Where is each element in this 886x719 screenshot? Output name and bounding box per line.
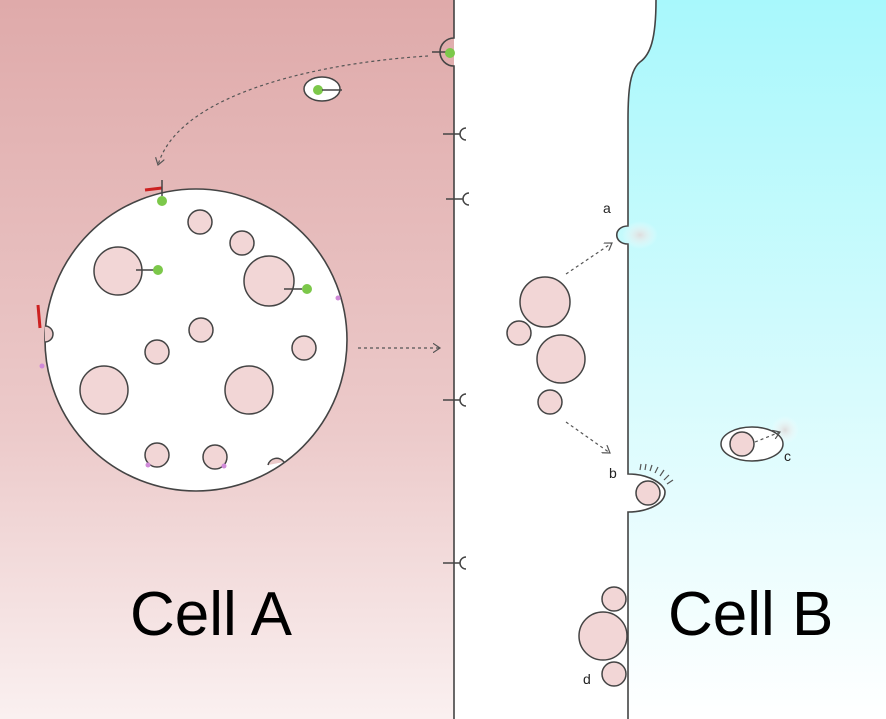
arrow-to-b [565,421,610,453]
endocytic-vesicle [303,76,342,102]
exosomes [506,276,586,415]
cell-b-body [616,0,886,719]
label-c: c [784,448,791,464]
cell-b-label: Cell B [668,580,833,649]
label-d: d [583,671,591,687]
docked-vesicles [578,586,628,687]
label-a: a [603,200,611,216]
cell-b-membrane [615,0,666,719]
cilia [639,463,674,485]
multivesicular-body [36,180,348,492]
surface-receptor-ligand [432,48,455,58]
label-b: b [609,465,617,481]
arrow-to-a [565,243,612,275]
receptors [443,127,470,570]
cell-a-label: Cell A [130,580,293,649]
internalized-vesicle [720,416,799,462]
